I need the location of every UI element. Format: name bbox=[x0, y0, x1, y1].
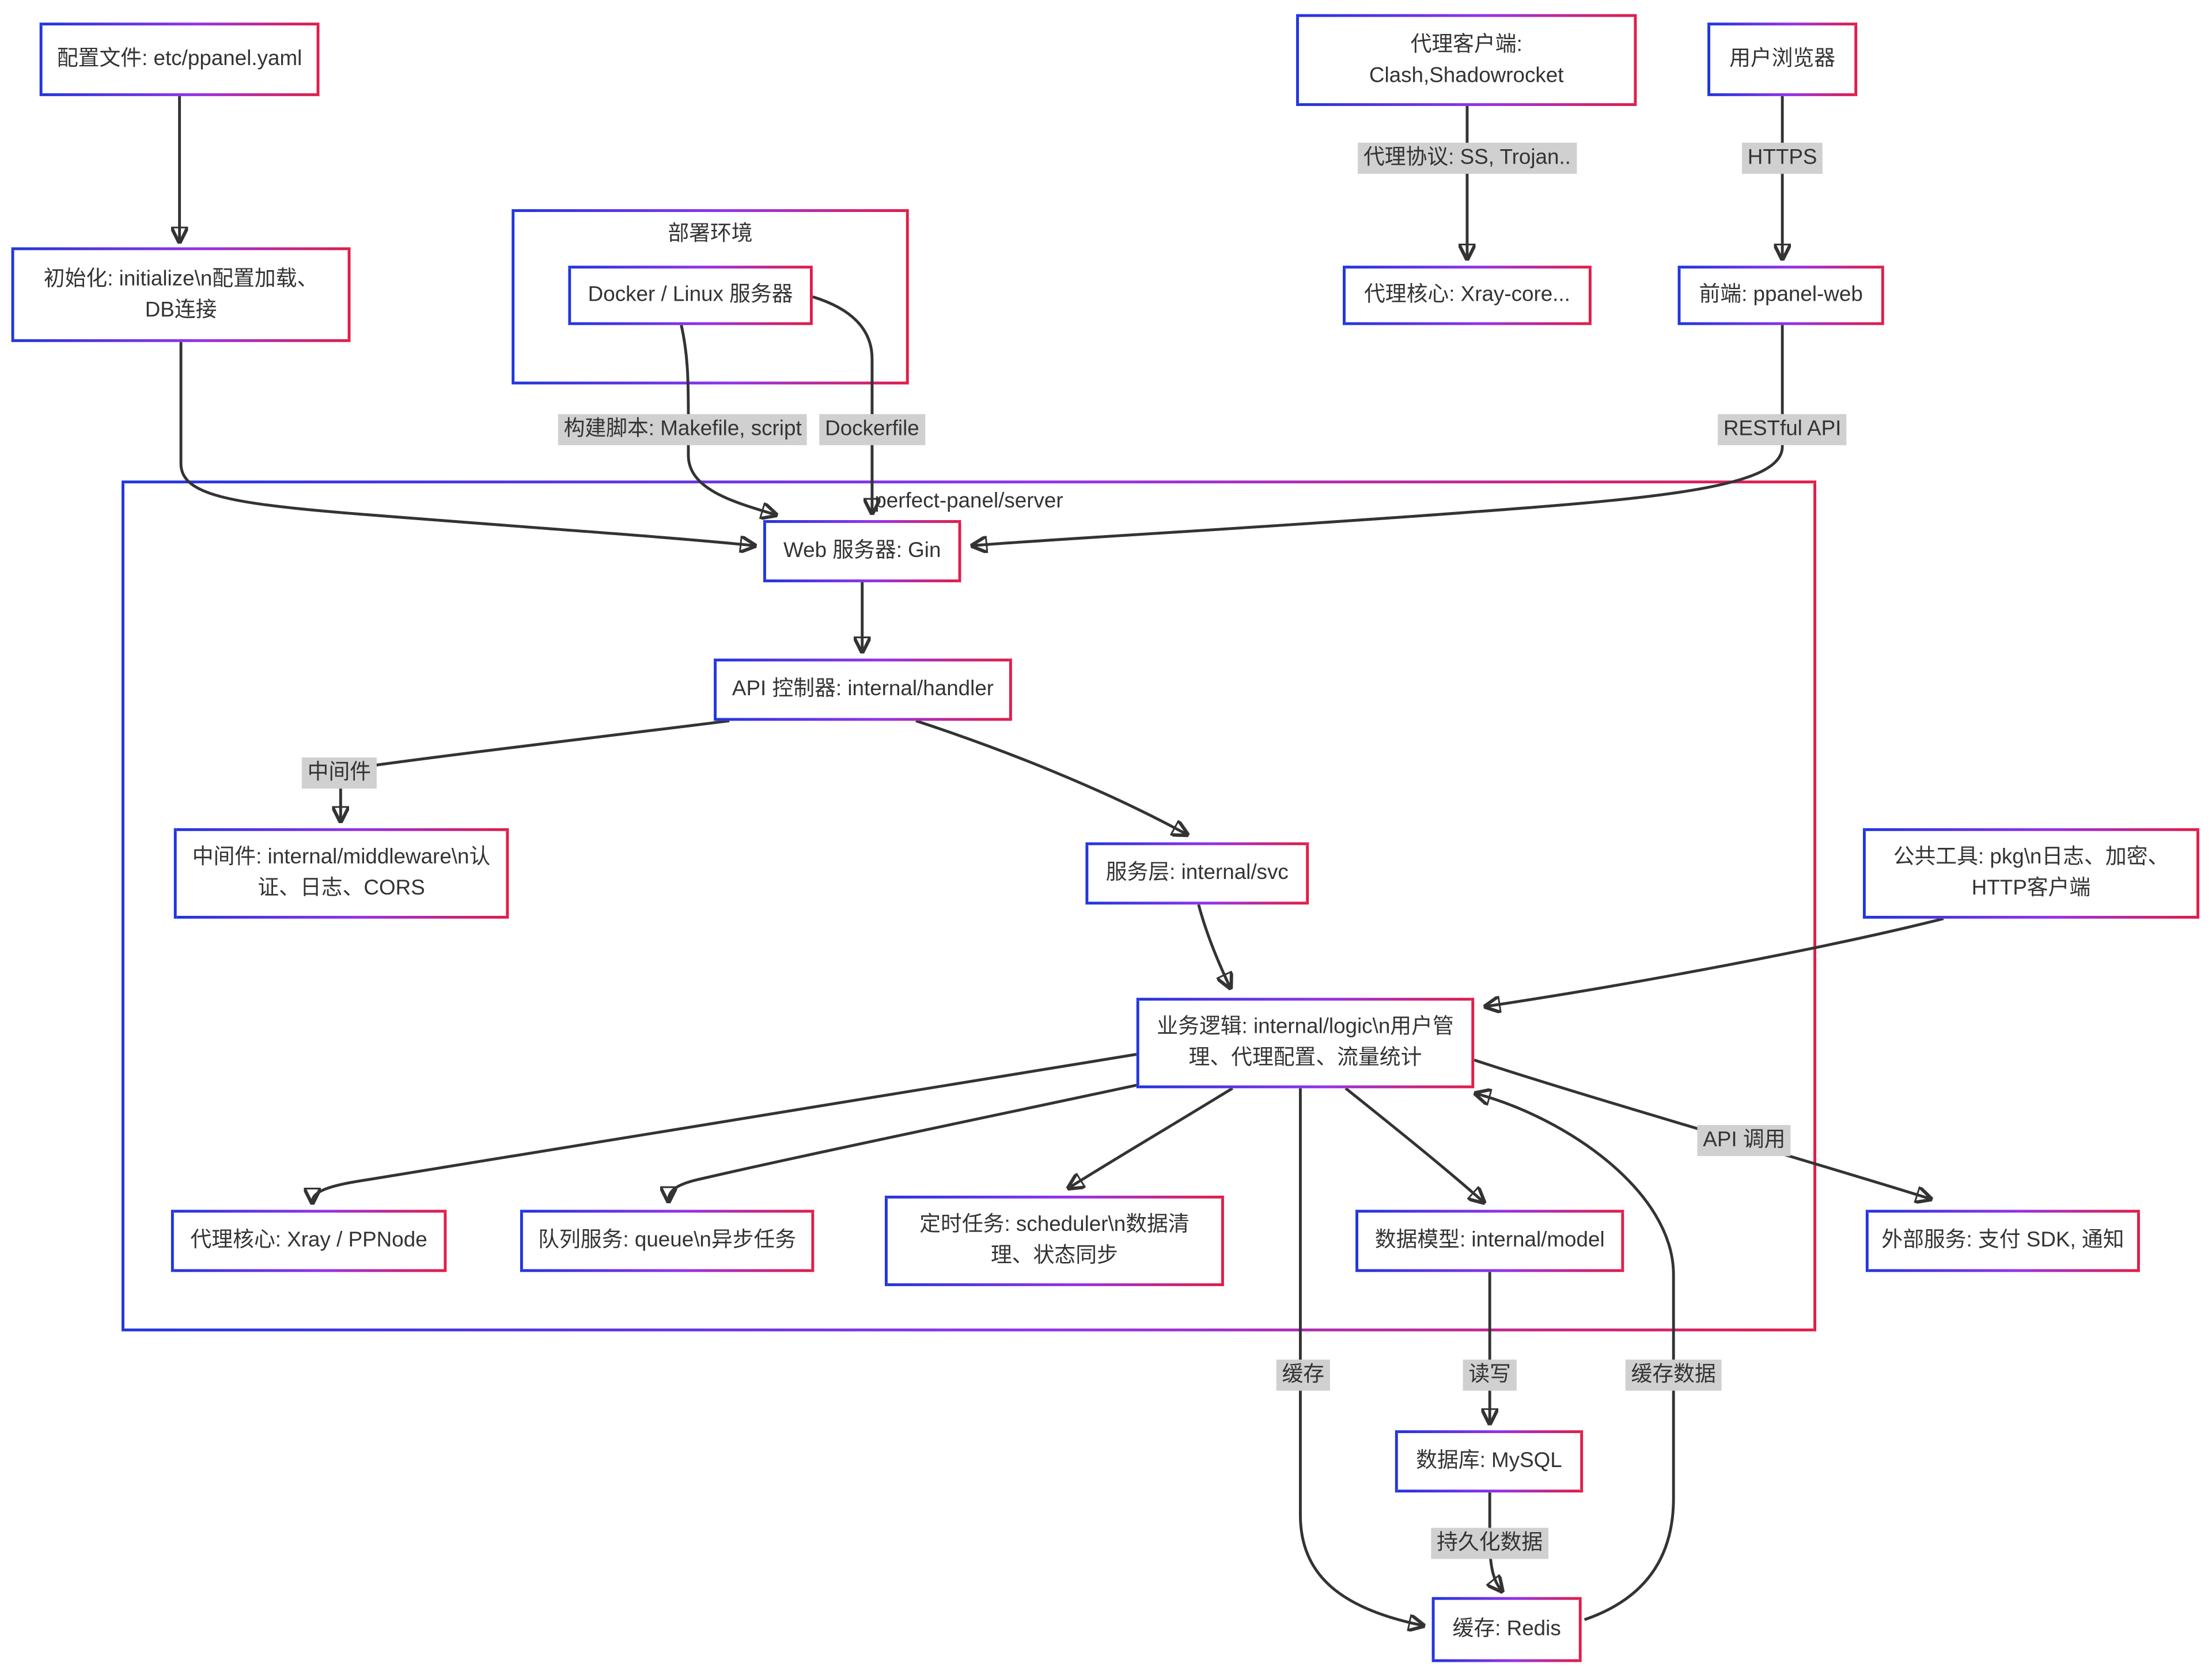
edge-label-build-script: 构建脚本: Makefile, script bbox=[558, 414, 808, 445]
node-redis-text: 缓存: Redis bbox=[1452, 1617, 1561, 1642]
node-middleware-text-2: 证、日志、CORS bbox=[257, 876, 425, 901]
node-xray-core: 代理核心: Xray-core... bbox=[1343, 266, 1592, 325]
node-proxy-client-text-1: 代理客户端: bbox=[1410, 32, 1522, 56]
edge-label-dockerfile: Dockerfile bbox=[819, 414, 925, 445]
node-pkg-utils: 公共工具: pkg\n日志、加密、 HTTP客户端 bbox=[1862, 828, 2199, 919]
node-web-server-gin-text: Web 服务器: Gin bbox=[783, 539, 941, 563]
edge-label-persist: 持久化数据 bbox=[1431, 1528, 1549, 1559]
node-frontend-ppanel-web-text: 前端: ppanel-web bbox=[1699, 283, 1863, 307]
node-api-handler: API 控制器: internal/handler bbox=[714, 658, 1012, 721]
node-mysql: 数据库: MySQL bbox=[1395, 1430, 1584, 1493]
node-user-browser: 用户浏览器 bbox=[1707, 22, 1858, 96]
edge-label-api-call: API 调用 bbox=[1697, 1125, 1791, 1157]
node-web-server-gin: Web 服务器: Gin bbox=[763, 520, 961, 582]
node-init-text-2: DB连接 bbox=[145, 297, 217, 322]
node-scheduler-text-2: 理、状态同步 bbox=[991, 1244, 1118, 1268]
node-user-browser-text: 用户浏览器 bbox=[1729, 47, 1836, 71]
node-queue-service: 队列服务: queue\n异步任务 bbox=[520, 1210, 815, 1272]
edge-label-read-write: 读写 bbox=[1463, 1359, 1517, 1391]
node-external-services-text: 外部服务: 支付 SDK, 通知 bbox=[1881, 1228, 2124, 1253]
node-data-model-text: 数据模型: internal/model bbox=[1374, 1228, 1605, 1253]
edge-label-proxy-protocol: 代理协议: SS, Trojan.. bbox=[1358, 142, 1577, 174]
node-docker-linux-server-text: Docker / Linux 服务器 bbox=[588, 283, 793, 307]
node-docker-linux-server: Docker / Linux 服务器 bbox=[568, 266, 813, 325]
node-middleware-text-1: 中间件: internal/middleware\n认 bbox=[192, 845, 491, 870]
node-middleware: 中间件: internal/middleware\n认 证、日志、CORS bbox=[173, 828, 509, 919]
node-scheduler-text-1: 定时任务: scheduler\n数据清 bbox=[919, 1212, 1190, 1237]
node-frontend-ppanel-web: 前端: ppanel-web bbox=[1677, 266, 1884, 325]
node-redis: 缓存: Redis bbox=[1431, 1597, 1582, 1662]
node-external-services: 外部服务: 支付 SDK, 通知 bbox=[1865, 1210, 2140, 1272]
node-proxy-core-ppnode-text: 代理核心: Xray / PPNode bbox=[190, 1228, 427, 1253]
node-init-text-1: 初始化: initialize\n配置加载、 bbox=[43, 267, 319, 291]
node-proxy-client: 代理客户端: Clash,Shadowrocket bbox=[1296, 14, 1637, 107]
edge-label-cache-data: 缓存数据 bbox=[1625, 1359, 1722, 1391]
edge-label-https: HTTPS bbox=[1741, 142, 1823, 174]
cluster-perfect-panel-server-label: perfect-panel/server bbox=[874, 488, 1063, 513]
node-business-logic-text-1: 业务逻辑: internal/logic\n用户管 bbox=[1157, 1015, 1454, 1040]
edge-label-cache: 缓存 bbox=[1276, 1359, 1330, 1391]
node-business-logic-text-2: 理、代理配置、流量统计 bbox=[1188, 1045, 1422, 1070]
node-proxy-client-text-2: Clash,Shadowrocket bbox=[1369, 63, 1564, 87]
node-service-layer: 服务层: internal/svc bbox=[1085, 842, 1309, 905]
node-proxy-core-ppnode: 代理核心: Xray / PPNode bbox=[171, 1210, 447, 1272]
node-api-handler-text: API 控制器: internal/handler bbox=[732, 677, 994, 702]
node-queue-service-text: 队列服务: queue\n异步任务 bbox=[538, 1228, 797, 1253]
cluster-deploy-env-label: 部署环境 bbox=[668, 222, 753, 246]
edge-label-middleware: 中间件 bbox=[301, 757, 377, 789]
node-config-file-text: 配置文件: etc/ppanel.yaml bbox=[56, 47, 302, 71]
node-mysql-text: 数据库: MySQL bbox=[1416, 1449, 1562, 1473]
node-business-logic: 业务逻辑: internal/logic\n用户管 理、代理配置、流量统计 bbox=[1136, 998, 1475, 1089]
node-pkg-utils-text-1: 公共工具: pkg\n日志、加密、 bbox=[1893, 845, 2169, 870]
node-xray-core-text: 代理核心: Xray-core... bbox=[1363, 283, 1570, 307]
node-service-layer-text: 服务层: internal/svc bbox=[1105, 861, 1289, 885]
node-init: 初始化: initialize\n配置加载、 DB连接 bbox=[11, 247, 351, 342]
node-config-file: 配置文件: etc/ppanel.yaml bbox=[39, 22, 320, 96]
edge-label-restful-api: RESTful API bbox=[1718, 414, 1847, 445]
node-pkg-utils-text-2: HTTP客户端 bbox=[1971, 876, 2091, 901]
node-scheduler: 定时任务: scheduler\n数据清 理、状态同步 bbox=[885, 1195, 1224, 1286]
node-data-model: 数据模型: internal/model bbox=[1355, 1210, 1624, 1272]
